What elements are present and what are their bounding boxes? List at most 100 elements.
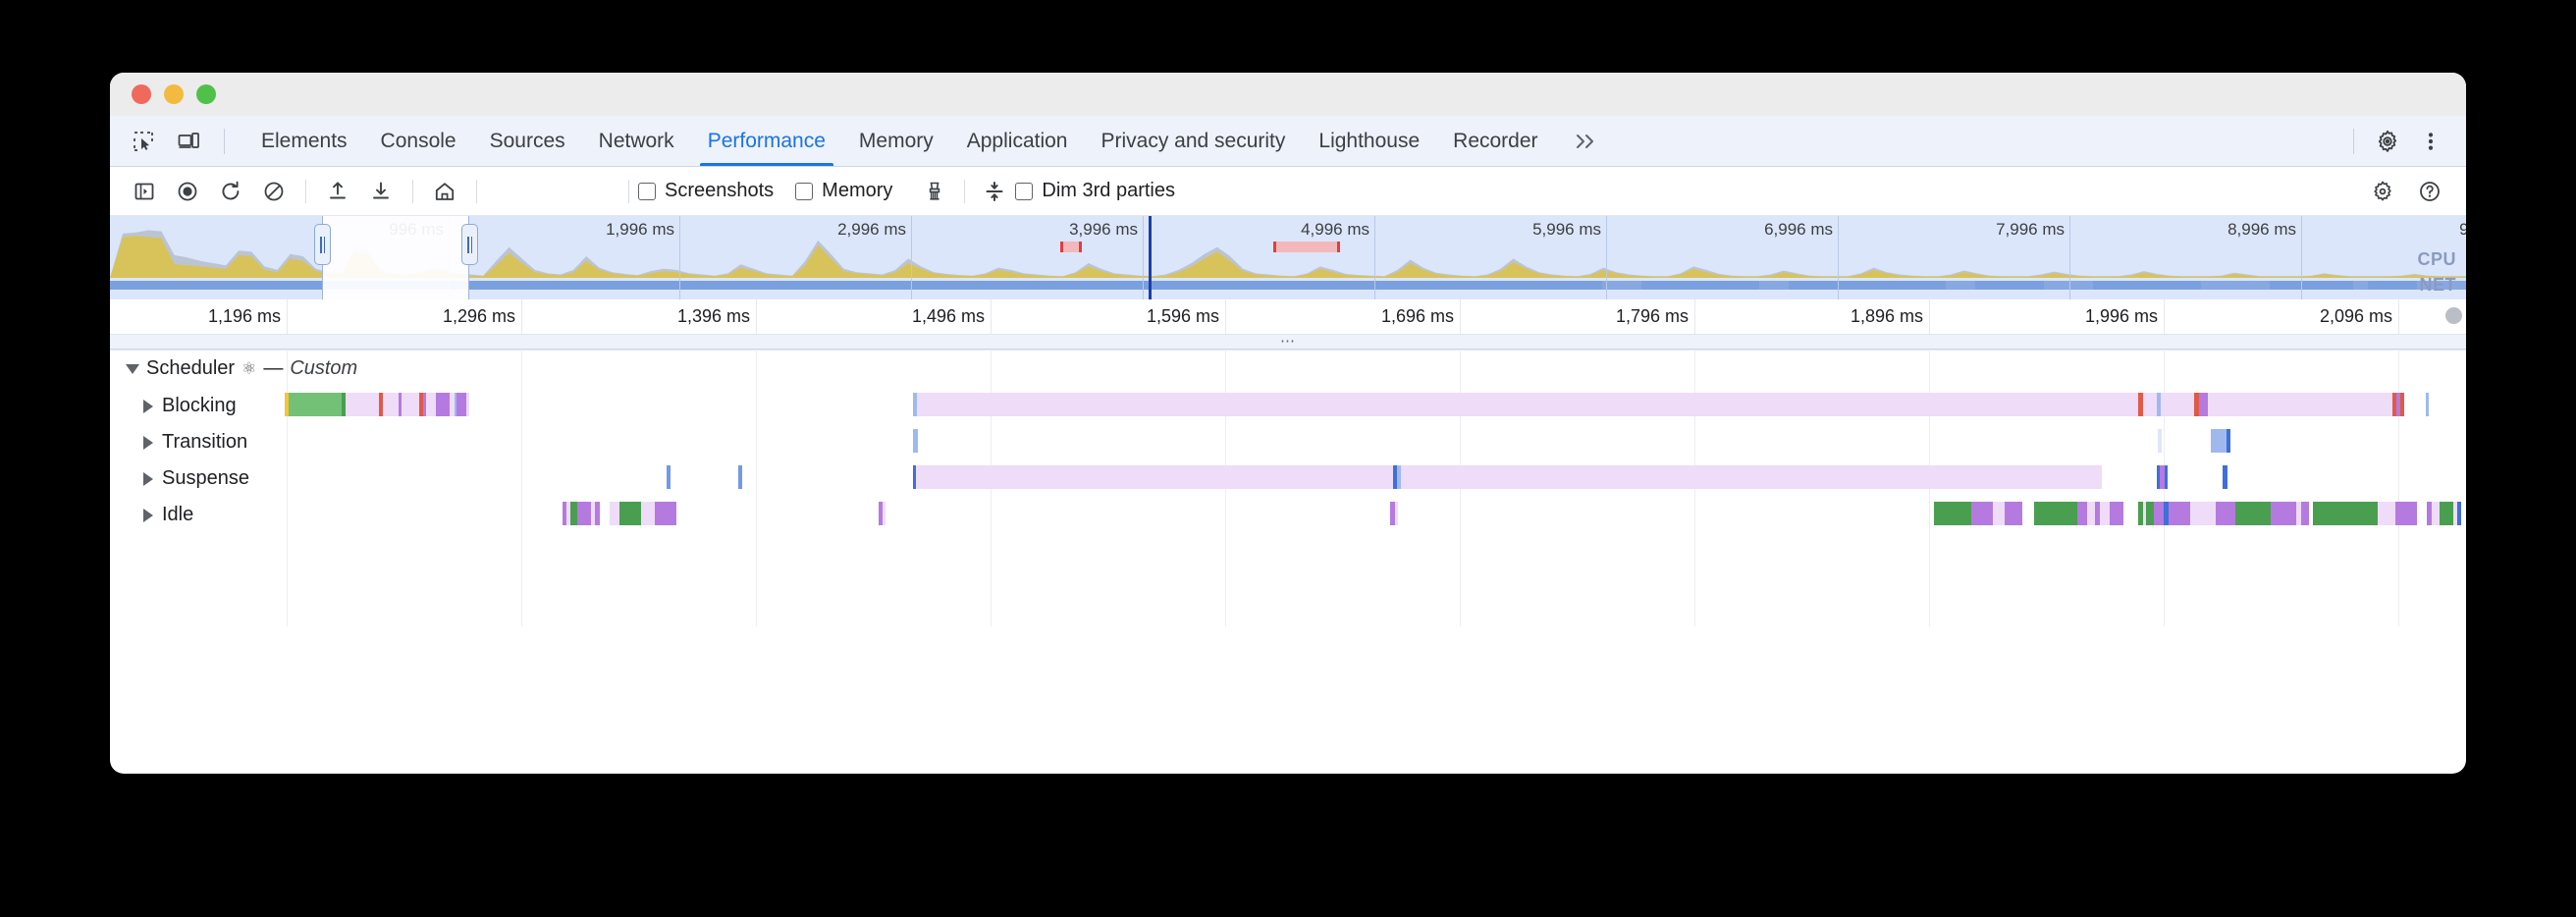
checkbox-box[interactable]: [638, 182, 656, 200]
flame-bar[interactable]: [379, 393, 383, 416]
flame-bar[interactable]: [641, 502, 655, 525]
flame-bar[interactable]: [2208, 393, 2392, 416]
panel-resize-handle[interactable]: ⋯: [110, 334, 2466, 350]
flame-bar[interactable]: [466, 393, 469, 416]
flame-bar[interactable]: [667, 465, 671, 489]
flame-bar[interactable]: [342, 393, 346, 416]
flame-bar[interactable]: [563, 502, 566, 525]
flame-bar[interactable]: [566, 502, 570, 525]
flame-bar[interactable]: [913, 429, 918, 453]
flame-bar[interactable]: [2453, 502, 2457, 525]
memory-checkbox[interactable]: Memory: [795, 180, 892, 202]
flame-bar[interactable]: [2426, 393, 2429, 416]
flame-bar[interactable]: [2005, 502, 2022, 525]
flame-bar[interactable]: [2146, 502, 2154, 525]
flame-bar[interactable]: [2138, 393, 2143, 416]
flame-bar[interactable]: [738, 465, 742, 489]
flame-bar[interactable]: [1397, 465, 1401, 489]
flame-bar[interactable]: [2223, 465, 2227, 489]
help-icon[interactable]: [2409, 173, 2450, 210]
flame-bar[interactable]: [913, 393, 917, 416]
flame-bar[interactable]: [655, 502, 676, 525]
checkbox-box[interactable]: [1015, 182, 1034, 200]
flame-bar[interactable]: [1395, 502, 1398, 525]
flame-bar[interactable]: [1993, 502, 2005, 525]
dim-3rd-parties-checkbox[interactable]: Dim 3rd parties: [1015, 180, 1175, 202]
flame-bar[interactable]: [1393, 465, 1397, 489]
flame-bar[interactable]: [2157, 465, 2160, 489]
flame-bar[interactable]: [619, 502, 641, 525]
flame-bar[interactable]: [2164, 502, 2169, 525]
device-toolbar-icon[interactable]: [169, 123, 208, 160]
flame-bar[interactable]: [1401, 465, 2102, 489]
tab-recorder[interactable]: Recorder: [1436, 116, 1554, 166]
screenshots-checkbox[interactable]: Screenshots: [638, 180, 774, 202]
flame-bar[interactable]: [2190, 502, 2216, 525]
tab-lighthouse[interactable]: Lighthouse: [1302, 116, 1436, 166]
flame-bar[interactable]: [2154, 502, 2164, 525]
inspect-icon[interactable]: [124, 123, 163, 160]
flame-bar[interactable]: [2100, 502, 2110, 525]
reload-and-record-icon[interactable]: [210, 173, 251, 210]
home-icon[interactable]: [424, 173, 465, 210]
flame-bar[interactable]: [2165, 465, 2168, 489]
flame-bar[interactable]: [2158, 429, 2162, 453]
gear-icon[interactable]: [2368, 123, 2407, 160]
chevron-right-icon[interactable]: [143, 471, 153, 486]
selection-handle-left[interactable]: [314, 224, 331, 265]
tab-privacy-and-security[interactable]: Privacy and security: [1084, 116, 1302, 166]
window-controls[interactable]: [110, 84, 216, 104]
flame-bar[interactable]: [2216, 502, 2235, 525]
flame-bar[interactable]: [2378, 502, 2395, 525]
flame-bar[interactable]: [2457, 502, 2461, 525]
maximize-window-button[interactable]: [196, 84, 216, 104]
track-row-transition[interactable]: [110, 429, 2466, 453]
flame-bar[interactable]: [2034, 502, 2077, 525]
minimize-window-button[interactable]: [164, 84, 184, 104]
flame-bar[interactable]: [883, 502, 886, 525]
chevron-down-icon[interactable]: [126, 363, 139, 374]
tab-sources[interactable]: Sources: [473, 116, 582, 166]
record-icon[interactable]: [167, 173, 208, 210]
flame-bar[interactable]: [419, 393, 423, 416]
flame-bar[interactable]: [2227, 429, 2230, 453]
flame-bar[interactable]: [2301, 502, 2309, 525]
flame-bar[interactable]: [2396, 393, 2400, 416]
flame-bar[interactable]: [2235, 502, 2271, 525]
flame-bar[interactable]: [450, 393, 455, 416]
chevron-right-icon[interactable]: [143, 435, 153, 450]
clear-icon[interactable]: [253, 173, 295, 210]
flame-bar[interactable]: [289, 393, 342, 416]
checkbox-box[interactable]: [795, 182, 814, 200]
flame-bar[interactable]: [2440, 502, 2453, 525]
flame-bar[interactable]: [346, 393, 379, 416]
flame-bar[interactable]: [285, 393, 289, 416]
flame-bar[interactable]: [456, 393, 466, 416]
vertical-collapse-icon[interactable]: [974, 173, 1015, 210]
flame-bar[interactable]: [2169, 502, 2190, 525]
more-tabs-icon[interactable]: [1555, 132, 1616, 151]
flame-bar[interactable]: [879, 502, 883, 525]
flame-bar[interactable]: [399, 393, 402, 416]
flame-bar[interactable]: [2095, 502, 2100, 525]
flame-bar[interactable]: [455, 393, 456, 416]
track-row-suspense[interactable]: [110, 465, 2466, 489]
flame-bar[interactable]: [2194, 393, 2199, 416]
flame-bar[interactable]: [2392, 393, 2396, 416]
flame-bar[interactable]: [1390, 502, 1395, 525]
track-label-blocking[interactable]: Blocking: [143, 395, 237, 417]
overview-selection-window[interactable]: [322, 216, 469, 299]
flame-bar[interactable]: [2427, 502, 2432, 525]
flame-bar[interactable]: [913, 465, 916, 489]
flame-bar[interactable]: [383, 393, 399, 416]
track-label-suspense[interactable]: Suspense: [143, 467, 249, 490]
flame-bar[interactable]: [2077, 502, 2087, 525]
chevron-right-icon[interactable]: [143, 508, 153, 522]
flame-bar[interactable]: [2271, 502, 2296, 525]
flame-bar[interactable]: [591, 502, 595, 525]
flame-bar[interactable]: [1971, 502, 1993, 525]
flame-bar[interactable]: [577, 502, 591, 525]
chevron-right-icon[interactable]: [143, 399, 153, 413]
track-row-idle[interactable]: [110, 502, 2466, 525]
